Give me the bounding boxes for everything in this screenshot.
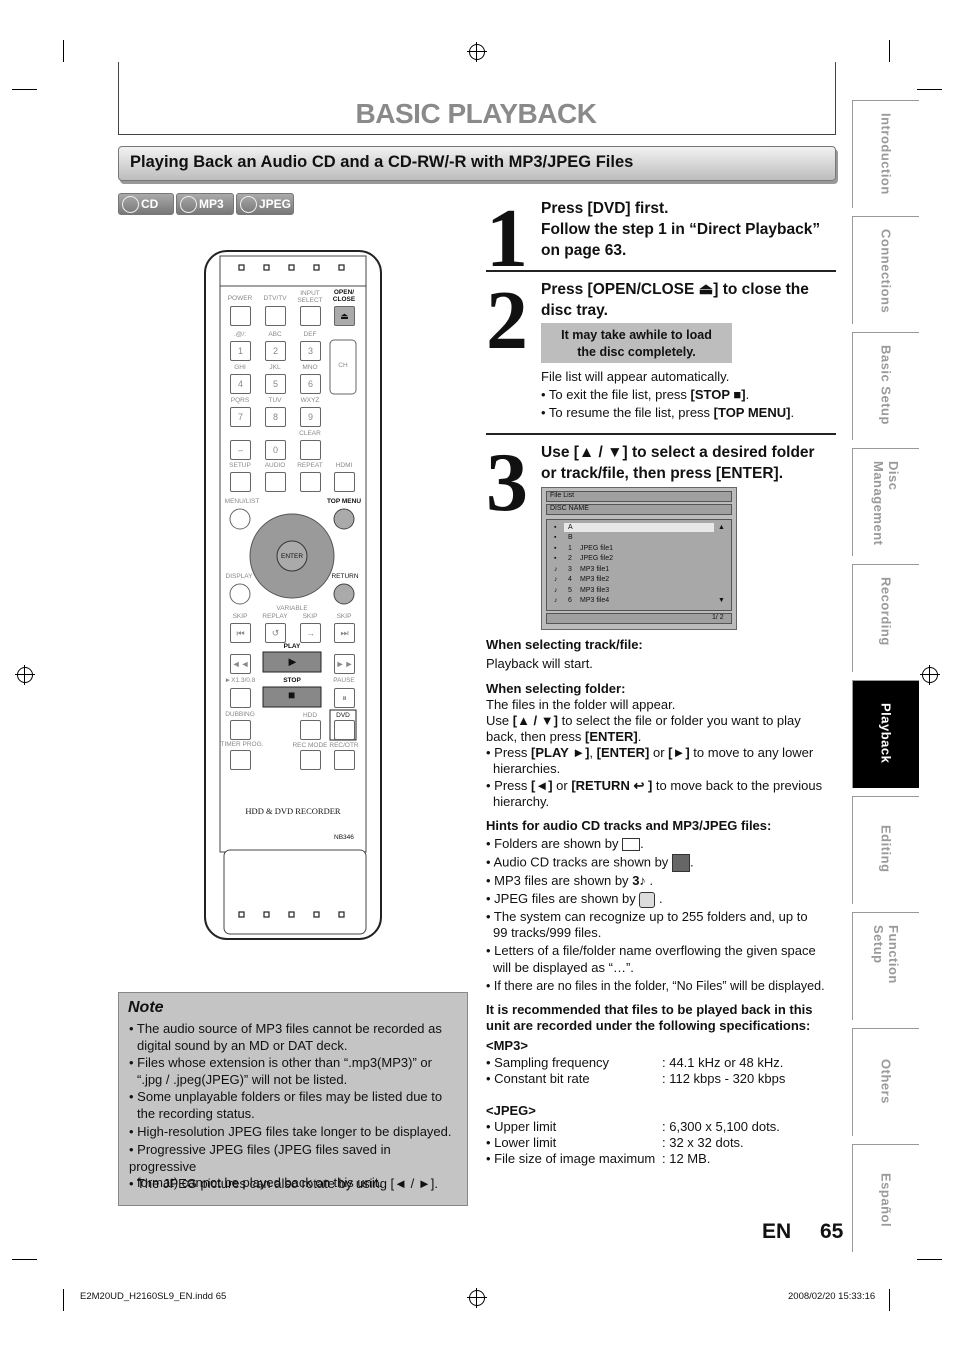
note-item: • The JPEG pictures can also rotate by u…	[129, 1176, 438, 1191]
remote-control-illustration: POWER DTV/TV INPUT SELECT OPEN/ CLOSE ⏏ …	[204, 250, 382, 940]
registration-mark-icon	[467, 1288, 487, 1308]
tab-function-setup[interactable]: Function Setup	[852, 912, 919, 1020]
load-hint-box: It may take awhile to load the disc comp…	[541, 323, 732, 363]
step-1-text: Press [DVD] first. Follow the step 1 in …	[541, 200, 821, 259]
spec-value: : 6,300 x 5,100 dots.	[662, 1119, 780, 1134]
file-list-screen: File List DISC NAME ▪ A ▪ B ▪ 1 JPEG fil…	[541, 487, 737, 630]
spec-value: : 112 kbps - 320 kbps	[662, 1071, 786, 1086]
page-title: BASIC PLAYBACK	[355, 98, 597, 129]
note-item: • High-resolution JPEG files take longer…	[129, 1124, 452, 1139]
jpeg-file-icon	[639, 891, 656, 908]
hint-folders: • Folders are shown by .	[486, 836, 644, 852]
registration-mark-icon	[467, 42, 487, 62]
note-item: • Progressive JPEG files (JPEG files sav…	[129, 1142, 391, 1190]
folder-bullet-1-cont: hierarchies.	[493, 761, 561, 776]
page-number: 65	[820, 1220, 844, 1243]
file-list-info: File list will appear automatically.	[541, 369, 730, 384]
hint-capacity: • The system can recognize up to 255 fol…	[486, 909, 808, 924]
spec-key: • File size of image maximum	[486, 1151, 656, 1166]
jpeg-spec-label: <JPEG>	[486, 1103, 536, 1118]
tab-basic-setup[interactable]: Basic Setup	[852, 332, 919, 440]
specs-heading: It is recommended that files to be playe…	[486, 1002, 813, 1017]
step-2-text: Press [OPEN/CLOSE ⏏] to close the disc t…	[541, 281, 809, 319]
header-frame	[118, 62, 836, 135]
tab-espanol[interactable]: Español	[852, 1144, 919, 1252]
cd-disc-icon: CD	[118, 193, 174, 215]
step-divider	[486, 433, 836, 435]
hint-mp3: • MP3 files are shown by 3♪ .	[486, 873, 654, 888]
resume-file-list-bullet: • To resume the file list, press [TOP ME…	[541, 405, 795, 420]
print-date: 2008/02/20 15:33:16	[788, 1291, 876, 1302]
spec-key: • Lower limit	[486, 1135, 557, 1150]
registration-mark-icon	[15, 665, 35, 685]
note-box: Note • The audio source of MP3 files can…	[118, 992, 468, 1206]
folder-heading: When selecting folder:	[486, 681, 626, 696]
track-text: Playback will start.	[486, 656, 593, 671]
section-title: Playing Back an Audio CD and a CD-RW/-R …	[130, 153, 634, 171]
spec-key: • Constant bit rate	[486, 1071, 590, 1086]
tab-connections[interactable]: Connections	[852, 216, 919, 324]
hint-jpeg: • JPEG files are shown by .	[486, 891, 663, 908]
section-bar	[118, 146, 836, 181]
folder-bullet-1: • Press [PLAY ►], [ENTER] or [►] to move…	[486, 745, 814, 760]
scroll-down-icon: ▼	[718, 597, 725, 604]
mp3-file-icon: 3♪	[632, 873, 646, 888]
step-2-number: 2	[486, 274, 528, 367]
hint-audio-cd: • Audio CD tracks are shown by .	[486, 854, 694, 872]
hint-no-files: • If there are no files in the folder, “…	[486, 979, 825, 993]
folder-text-1: The files in the folder will appear.	[486, 697, 676, 712]
exit-file-list-bullet: • To exit the file list, press [STOP ■].	[541, 387, 750, 402]
tab-recording[interactable]: Recording	[852, 564, 919, 672]
jpeg-disc-icon: JPEG	[236, 193, 294, 215]
tab-others[interactable]: Others	[852, 1028, 919, 1136]
note-item: • The audio source of MP3 files cannot b…	[129, 1021, 442, 1053]
spec-key: • Upper limit	[486, 1119, 557, 1134]
hint-overflow-cont: will be displayed as “…”.	[493, 960, 634, 975]
scroll-up-icon: ▲	[718, 524, 725, 531]
step-1-number: 1	[486, 192, 528, 285]
track-heading: When selecting track/file:	[486, 637, 643, 652]
hints-heading: Hints for audio CD tracks and MP3/JPEG f…	[486, 818, 772, 833]
folder-bullet-2-cont: hierarchy.	[493, 794, 550, 809]
tab-disc-management[interactable]: Disc Management	[852, 448, 919, 556]
folder-text-3: back, then press [ENTER].	[486, 729, 642, 744]
step-3-number: 3	[486, 436, 528, 529]
spec-key: • Sampling frequency	[486, 1055, 610, 1070]
file-name: E2M20UD_H2160SL9_EN.indd 65	[80, 1291, 227, 1302]
tab-introduction[interactable]: Introduction	[852, 100, 919, 208]
language-label: EN	[762, 1220, 792, 1243]
folder-icon	[622, 838, 641, 852]
tab-playback[interactable]: Playback	[852, 680, 919, 788]
folder-text-2: Use [▲ / ▼] to select the file or folder…	[486, 713, 801, 728]
hint-overflow: • Letters of a file/folder name overflow…	[486, 943, 816, 958]
note-item: • Some unplayable folders or files may b…	[129, 1089, 443, 1121]
step-divider	[486, 270, 836, 272]
mp3-disc-icon: MP3	[176, 193, 234, 215]
spec-value: : 44.1 kHz or 48 kHz.	[662, 1055, 784, 1070]
spec-value: : 32 x 32 dots.	[662, 1135, 744, 1150]
registration-mark-icon	[920, 665, 940, 685]
specs-heading-cont: unit are recorded under the following sp…	[486, 1018, 811, 1033]
mp3-spec-label: <MP3>	[486, 1038, 528, 1053]
folder-bullet-2: • Press [◄] or [RETURN ↩ ] to move back …	[486, 778, 823, 793]
note-title: Note	[128, 999, 164, 1016]
tab-editing[interactable]: Editing	[852, 796, 919, 904]
audio-cd-track-icon	[671, 854, 690, 872]
spec-value: : 12 MB.	[662, 1151, 711, 1166]
hint-capacity-cont: 99 tracks/999 files.	[493, 925, 602, 940]
note-item: • Files whose extension is other than “.…	[129, 1055, 432, 1087]
step-3-text: Use [▲ / ▼] to select a desired folder o…	[541, 444, 815, 482]
